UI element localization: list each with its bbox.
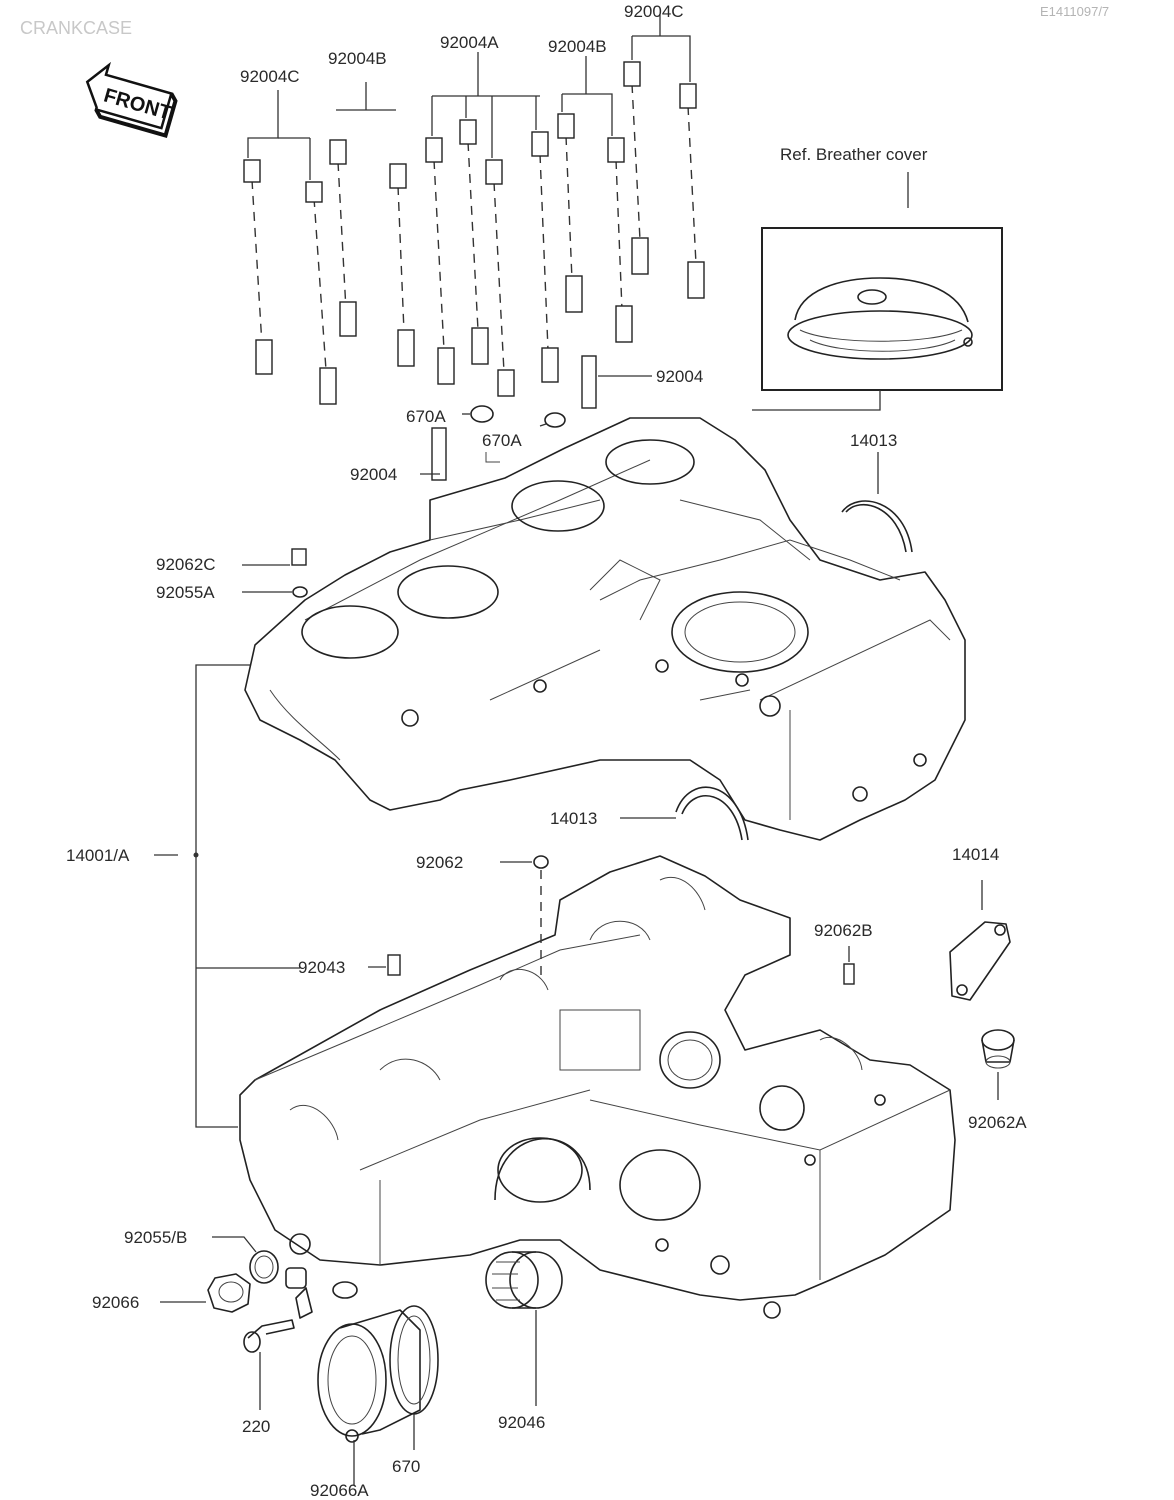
bolt-92043 <box>387 954 401 976</box>
figure-code: E1411097/7 <box>1040 4 1109 19</box>
label-220: 220 <box>242 1417 270 1436</box>
label-92004b-right: 92004B <box>548 37 607 56</box>
label-92055a: 92055A <box>156 583 215 602</box>
lower-crankcase <box>239 855 956 1319</box>
drain-plug-92066 <box>207 1273 251 1313</box>
label-92055b: 92055/B <box>124 1228 187 1247</box>
label-14013-a: 14013 <box>850 431 897 450</box>
cover-92066a <box>317 1281 421 1443</box>
label-92004c-left: 92004C <box>240 67 300 86</box>
plug-92062c <box>291 548 307 566</box>
washer-92055a <box>292 586 308 598</box>
stud-bolts-group <box>243 61 705 481</box>
case-bracket-line <box>195 664 250 1128</box>
clip-part <box>285 1267 313 1319</box>
label-14014: 14014 <box>952 845 999 864</box>
label-92046: 92046 <box>498 1413 545 1432</box>
bracket-14014 <box>949 921 1011 1001</box>
upper-crankcase <box>244 417 966 841</box>
label-92062a: 92062A <box>968 1113 1027 1132</box>
o-ring-670a-1 <box>470 405 494 423</box>
breather-cover-ref <box>752 172 1003 411</box>
label-ref-breather-cover: Ref. Breather cover <box>780 145 928 164</box>
label-92004c-top: 92004C <box>624 2 684 21</box>
label-92062b: 92062B <box>814 921 873 940</box>
top-leader-lines <box>247 14 691 475</box>
label-92004-a: 92004 <box>656 367 703 386</box>
label-92043: 92043 <box>298 958 345 977</box>
label-14013-b: 14013 <box>550 809 597 828</box>
label-92062: 92062 <box>416 853 463 872</box>
plug-92062a <box>981 1029 1015 1069</box>
front-arrow-icon: FRONT <box>85 61 178 139</box>
label-670a-a: 670A <box>406 407 446 426</box>
washer-92055b <box>249 1250 279 1284</box>
label-14001a: 14001/A <box>66 846 130 865</box>
part-number-labels: 92004C 92004C 92004B 92004A 92004B Ref. … <box>66 2 1027 1500</box>
plug-92062 <box>533 855 549 869</box>
label-92066a: 92066A <box>310 1481 369 1500</box>
label-92004b-left: 92004B <box>328 49 387 68</box>
bearing-14013-upper <box>841 500 913 553</box>
bearing-14013-lower <box>675 786 749 841</box>
label-92062c: 92062C <box>156 555 216 574</box>
section-title: CRANKCASE <box>20 18 132 38</box>
bolt-220 <box>243 1319 295 1353</box>
o-ring-670 <box>389 1305 439 1415</box>
label-92066: 92066 <box>92 1293 139 1312</box>
bearing-92046 <box>485 1251 563 1309</box>
label-92004-b: 92004 <box>350 465 397 484</box>
label-670a-b: 670A <box>482 431 522 450</box>
dowel-92062b <box>843 963 855 985</box>
o-ring-670a-2 <box>544 412 566 428</box>
label-670: 670 <box>392 1457 420 1476</box>
label-92004a: 92004A <box>440 33 499 52</box>
